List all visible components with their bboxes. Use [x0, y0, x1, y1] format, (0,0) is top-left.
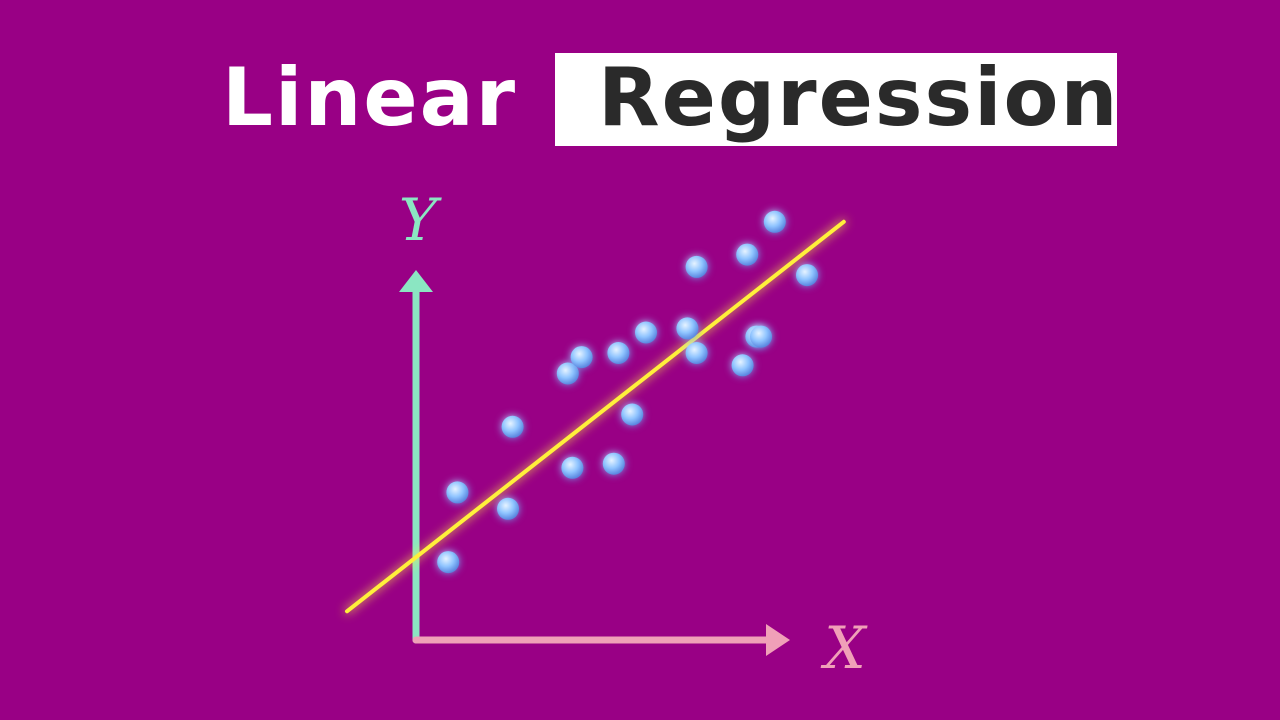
data-point-13: [685, 342, 708, 364]
y-axis: [399, 270, 433, 644]
data-point-14: [685, 255, 708, 278]
data-points: [437, 210, 818, 574]
data-point-9: [607, 342, 630, 364]
data-point-11: [635, 321, 657, 344]
data-point-1: [437, 551, 460, 574]
data-point-8: [602, 452, 625, 475]
regression-line: [345, 219, 846, 614]
data-point-6: [556, 362, 579, 385]
data-point-18: [750, 325, 772, 348]
y-axis-label: Y: [399, 186, 442, 254]
data-point-20: [796, 264, 818, 287]
data-point-12: [676, 317, 699, 340]
data-point-7: [570, 346, 593, 369]
data-point-15: [731, 354, 754, 377]
data-point-10: [621, 403, 644, 426]
data-point-4: [501, 415, 524, 438]
data-point-2: [446, 481, 469, 504]
title-word-linear: Linear: [222, 51, 518, 144]
data-point-16: [736, 243, 759, 266]
x-axis-label: X: [820, 614, 868, 682]
data-point-5: [561, 456, 584, 479]
x-axis: [412, 624, 790, 656]
data-point-3: [497, 497, 519, 520]
title-word-regression: Regression: [598, 51, 1120, 144]
title-highlight-box: [555, 53, 1117, 146]
data-point-19: [763, 210, 786, 233]
